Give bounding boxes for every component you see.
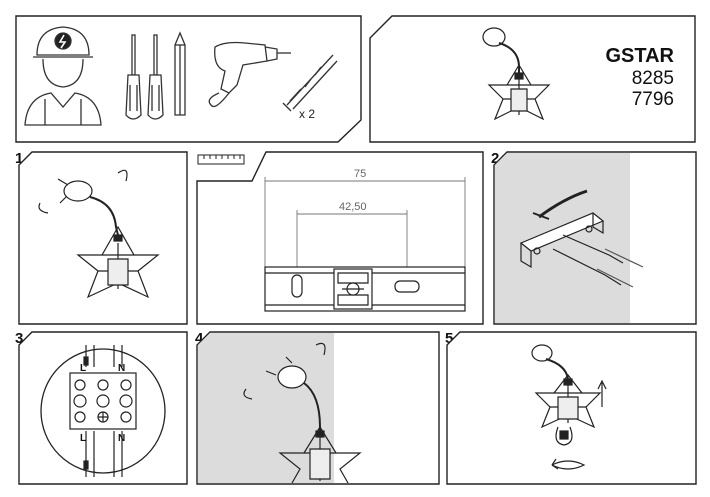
screwdriver-icon	[125, 31, 186, 120]
electrician-icon	[24, 26, 102, 126]
ruler-icon	[197, 154, 245, 165]
outer-dimension-label: 75	[354, 168, 366, 180]
step-number-3: 3	[15, 330, 24, 347]
dimensions-frame: 75 42,50	[196, 151, 484, 325]
anchor-count: x 2	[299, 107, 315, 121]
outer-dimension-line	[264, 177, 466, 269]
product-panel-frame	[369, 15, 696, 143]
bracket-wall-mount-icon	[519, 189, 644, 288]
product-name: GSTAR	[605, 45, 674, 67]
step-number-5: 5	[445, 330, 454, 347]
wall-anchor-icon	[282, 54, 338, 112]
step-number-4: 4	[195, 330, 204, 347]
step-5-panel	[446, 331, 697, 485]
dimensions-panel: 75 42,50	[196, 151, 484, 325]
step-2-frame	[493, 151, 697, 325]
lamp-disassembly-icon	[38, 169, 160, 299]
inner-dimension-label: 42,50	[339, 201, 367, 213]
product-code-2: 7796	[631, 89, 674, 110]
step-1-frame	[18, 151, 188, 325]
step-4-panel	[196, 331, 440, 485]
step-number-2: 2	[491, 150, 500, 167]
mounting-bracket-drawing	[264, 266, 466, 312]
wire-label-neutral-top: N	[118, 363, 125, 374]
product-panel: GSTAR 8285 7796	[369, 15, 696, 143]
step-4-frame	[196, 331, 440, 485]
lamp-mounting-icon	[243, 342, 362, 484]
step-2-panel	[493, 151, 697, 325]
step-3-frame: L N L N	[18, 331, 188, 485]
wire-label-neutral-bottom: N	[118, 433, 125, 444]
step-number-1: 1	[15, 150, 24, 167]
wire-label-live-bottom: L	[80, 433, 86, 444]
step-5-frame	[446, 331, 697, 485]
terminal-block-icon	[69, 345, 137, 477]
tools-panel-frame: x 2	[15, 15, 362, 143]
wire-label-live-top: L	[80, 363, 86, 374]
step-3-panel: L N L N	[18, 331, 188, 485]
product-code-1: 8285	[631, 68, 674, 89]
drill-icon	[208, 41, 291, 108]
tools-panel: x 2	[15, 15, 362, 143]
lamp-thumbnail-icon	[482, 27, 551, 121]
step-1-panel	[18, 151, 188, 325]
bulb-insertion-icon	[531, 344, 607, 470]
